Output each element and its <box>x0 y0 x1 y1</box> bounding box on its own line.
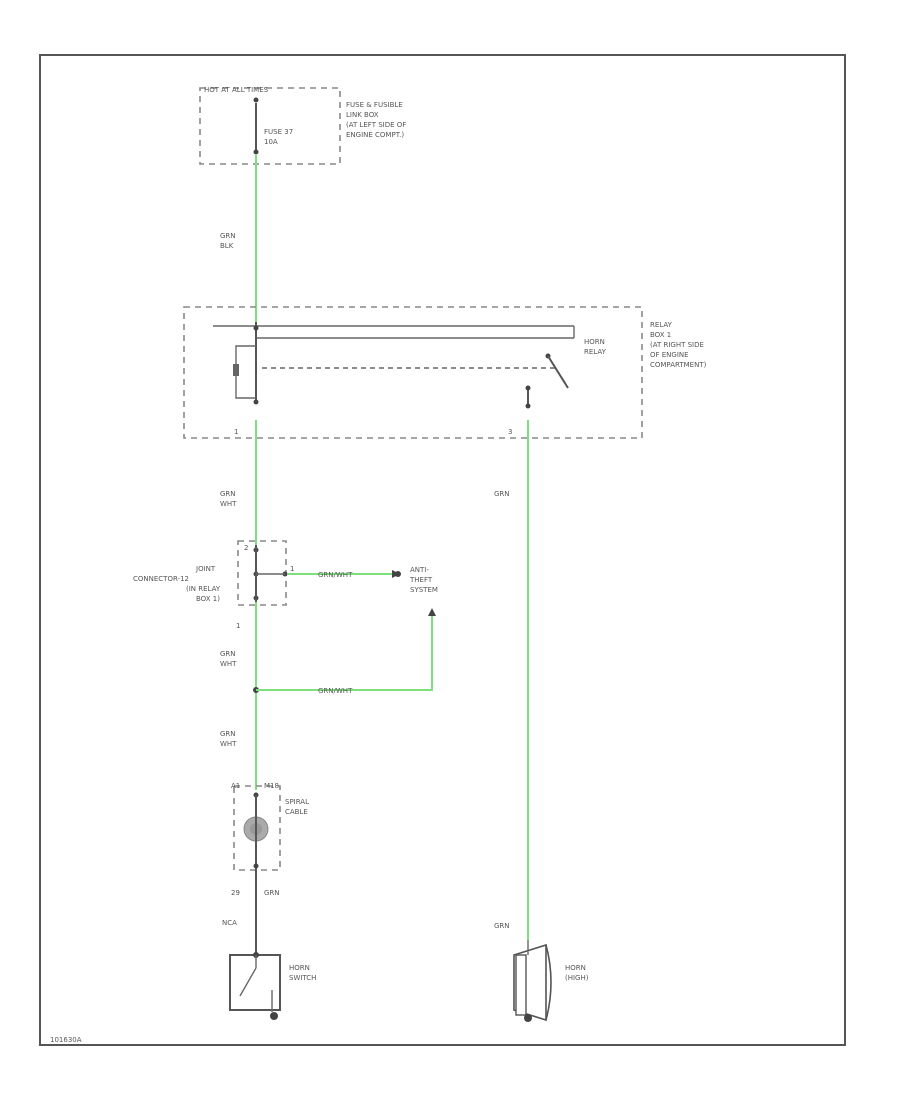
diagram-id: 101630A <box>50 1036 82 1044</box>
fuse-label: FUSE 37 <box>264 128 293 136</box>
horn-line-1: HORN <box>565 964 586 972</box>
joint-pin-bottom: 1 <box>236 622 240 630</box>
fuse-top-terminal <box>253 97 259 103</box>
joint-line-3: (IN RELAY <box>186 585 221 593</box>
relay-box-line-2: BOX 1 <box>650 331 671 339</box>
horn-bell <box>545 944 552 1021</box>
relay-box-outline <box>183 306 643 439</box>
fuse-box-outline <box>199 87 341 165</box>
wire-switch-top-label: GRN <box>264 889 280 897</box>
spiral-cable-outline <box>233 785 281 871</box>
horn-switch-arm <box>239 967 257 997</box>
relay-box-line-3: (AT RIGHT SIDE <box>650 341 704 349</box>
relay-box-line-5: COMPARTMENT) <box>650 361 707 369</box>
wire-2-color: GRN <box>220 490 236 498</box>
wire-4-color: GRN <box>220 730 236 738</box>
wire-3-tracer: WHT <box>220 660 237 668</box>
wire-anti-theft-2-label: GRN/WHT <box>318 687 353 695</box>
fuse-box-line-1: FUSE & FUSIBLE <box>346 101 403 109</box>
horn-driver <box>515 954 527 1016</box>
relay-box-line-4: OF ENGINE <box>650 351 689 359</box>
wire-switch-bottom-label: NCA <box>222 919 237 927</box>
horn-line-2: (HIGH) <box>565 974 589 982</box>
wire-3-color: GRN <box>220 650 236 658</box>
joint-line-1: JOINT <box>195 565 216 573</box>
relay-box-line-1: RELAY <box>650 321 673 329</box>
joint-line-4: BOX 1) <box>196 595 220 603</box>
relay-pin-left: 1 <box>234 428 238 436</box>
relay-output-terminal <box>525 403 531 409</box>
wire-horn-in-label: GRN <box>494 922 510 930</box>
anti-theft-line-2: THEFT <box>409 576 433 584</box>
relay-name-line-1: HORN <box>584 338 605 346</box>
fuse-rating: 10A <box>264 138 278 146</box>
horn-switch-ground <box>270 1012 278 1020</box>
spiral-line-2: CABLE <box>285 808 308 816</box>
spiral-connector-id: M18 <box>264 782 279 790</box>
joint-pin-mid: 1 <box>290 565 294 573</box>
relay-output-top-terminal <box>525 385 531 391</box>
relay-input-terminal <box>253 325 259 331</box>
fuse-box-line-3: (AT LEFT SIDE OF <box>346 121 406 129</box>
spiral-pin-top: A1 <box>231 782 240 790</box>
fuse-box-line-2: LINK BOX <box>346 111 379 119</box>
horn-switch-line-2: SWITCH <box>289 974 316 982</box>
fuse-bottom-terminal <box>253 149 259 155</box>
anti-theft-line-1: ANTI- <box>410 566 429 574</box>
diagram-frame <box>39 54 846 1046</box>
relay-pin-right: 3 <box>508 428 512 436</box>
horn-switch-line-1: HORN <box>289 964 310 972</box>
wire-2-tracer: WHT <box>220 500 237 508</box>
relay-coil-terminal <box>253 399 259 405</box>
joint-line-2: CONNECTOR-12 <box>133 575 189 583</box>
wire-1-color: GRN <box>220 232 236 240</box>
fuse-box-line-4: ENGINE COMPT.) <box>346 131 404 139</box>
anti-theft-connector-2 <box>428 608 436 616</box>
hot-at-all-times-label: HOT AT ALL TIMES <box>204 86 269 94</box>
horn-ground <box>524 1014 532 1022</box>
anti-theft-line-3: SYSTEM <box>410 586 438 594</box>
wire-relay-out-color: GRN <box>494 490 510 498</box>
wire-1-tracer: BLK <box>220 242 234 250</box>
spiral-line-1: SPIRAL <box>285 798 309 806</box>
spiral-bottom-terminal <box>253 863 259 869</box>
relay-switch-arm <box>547 355 569 389</box>
relay-name-line-2: RELAY <box>584 348 607 356</box>
spiral-pin-bottom: 29 <box>231 889 240 897</box>
wire-4-tracer: WHT <box>220 740 237 748</box>
wire-anti-theft-1-label: GRN/WHT <box>318 571 353 579</box>
wire-splice-to-anti-theft <box>256 616 433 691</box>
relay-coil-body <box>233 364 239 376</box>
joint-pin-top: 2 <box>244 544 248 552</box>
anti-theft-terminal-1 <box>395 571 401 577</box>
